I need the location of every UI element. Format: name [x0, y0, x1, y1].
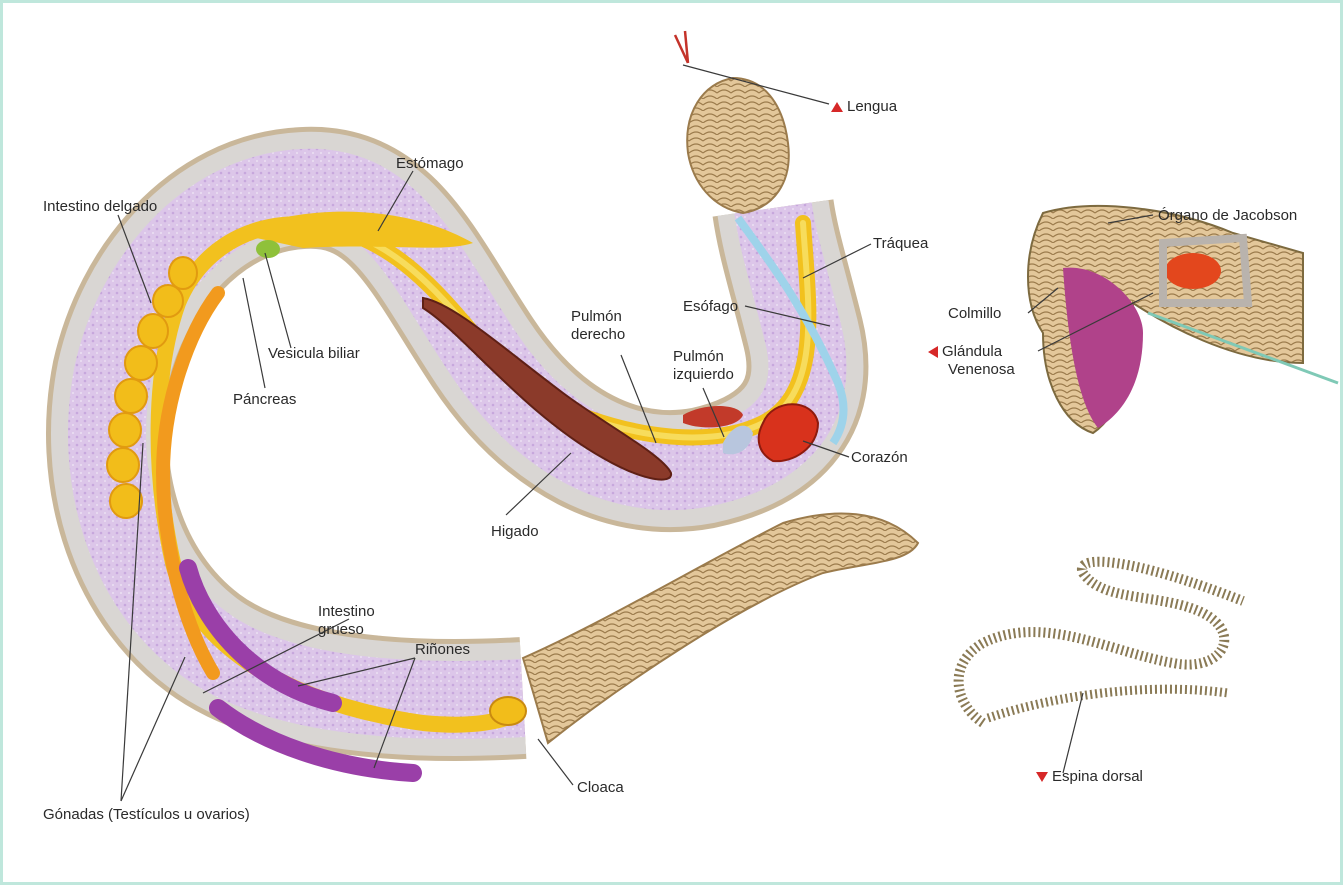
- tail: [523, 513, 918, 743]
- cloaca: [490, 697, 526, 725]
- label-pancreas: Páncreas: [233, 391, 296, 409]
- red-triangle-marker-icon: [1036, 772, 1048, 782]
- tongue: [675, 31, 688, 63]
- gallbladder: [256, 240, 280, 258]
- label-higado: Higado: [491, 523, 539, 541]
- label-corazon: Corazón: [851, 449, 908, 467]
- label-espina-dorsal: Espina dorsal: [1036, 768, 1143, 786]
- snake-head: [687, 78, 789, 213]
- label-organo-jacobson: Órgano de Jacobson: [1158, 207, 1297, 225]
- label-colmillo: Colmillo: [948, 305, 1001, 323]
- label-rinones: Riñones: [415, 641, 470, 659]
- label-lengua: Lengua: [831, 98, 897, 116]
- label-intestino-delgado: Intestino delgado: [43, 198, 157, 216]
- skeleton-illustration: [959, 562, 1243, 723]
- label-estomago: Estómago: [396, 155, 464, 173]
- red-triangle-marker-icon: [831, 102, 843, 112]
- label-esofago: Esófago: [683, 298, 738, 316]
- label-vesicula-biliar: Vesicula biliar: [268, 345, 360, 363]
- red-triangle-marker-icon: [928, 346, 938, 358]
- label-glandula-venenosa: Glándula Venenosa: [928, 343, 1015, 379]
- label-cloaca: Cloaca: [577, 779, 624, 797]
- venom-gland: [1165, 253, 1221, 289]
- diagram-artwork: [3, 3, 1343, 885]
- label-traquea: Tráquea: [873, 235, 928, 253]
- label-gonadas: Gónadas (Testículos u ovarios): [43, 806, 250, 824]
